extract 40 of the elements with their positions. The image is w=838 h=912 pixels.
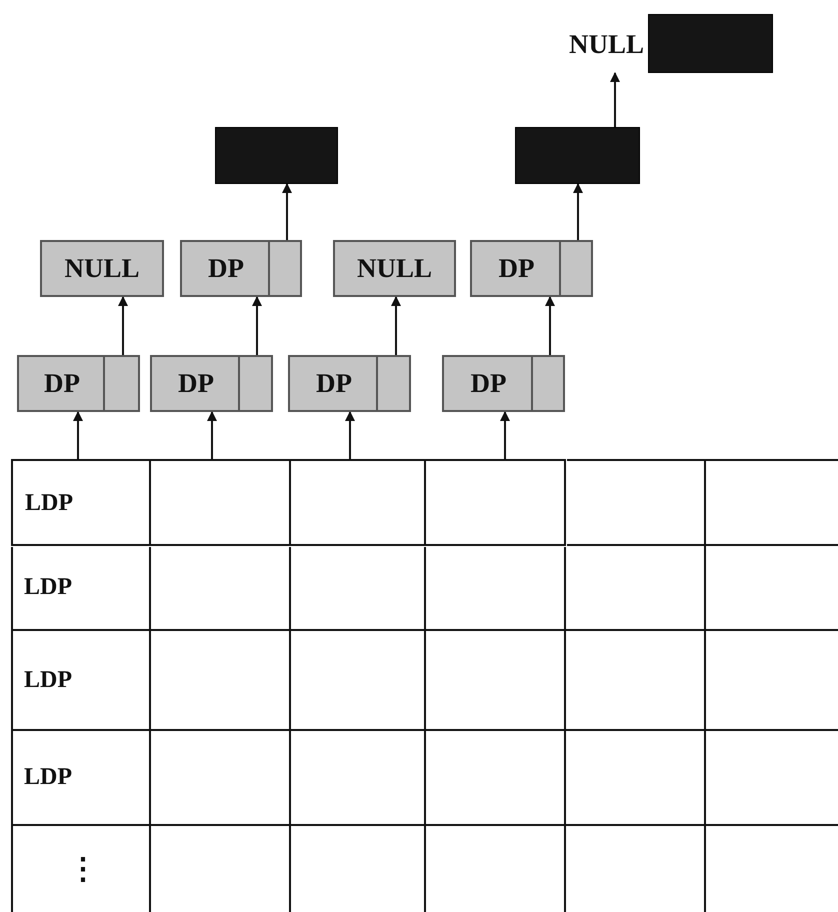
node-label: NULL [64, 255, 140, 282]
arrow [345, 411, 355, 460]
node-label: DP [470, 370, 506, 397]
node-label: NULL [568, 31, 644, 58]
arrow [73, 411, 83, 460]
arrow [500, 411, 510, 460]
list-node-box [288, 355, 411, 412]
list-node-box [40, 240, 164, 297]
node-label: LDP [25, 490, 73, 514]
row-label: LDP [24, 668, 72, 692]
node-label: DP [498, 255, 534, 282]
arrow [391, 296, 401, 355]
node-label: DP [44, 370, 80, 397]
table-cell [424, 459, 566, 546]
node-label: DP [208, 255, 244, 282]
filled-box [515, 127, 640, 184]
node-label: DP [178, 370, 214, 397]
list-node-box [333, 240, 456, 297]
arrow [207, 411, 217, 460]
arrow [282, 183, 292, 240]
row-label: ⋮ [68, 855, 98, 885]
list-node-box [150, 355, 273, 412]
list-node-box [180, 240, 302, 297]
row-label: LDP [24, 765, 72, 789]
arrow [252, 296, 262, 355]
row-label: LDP [24, 575, 72, 599]
node-label: DP [316, 370, 352, 397]
filled-box [215, 127, 338, 184]
arrow [610, 72, 620, 127]
filled-box [648, 14, 773, 73]
table-cell [289, 459, 426, 546]
table-cell [149, 459, 291, 546]
table-cell [11, 459, 151, 546]
list-node-box [17, 355, 140, 412]
arrow [545, 296, 555, 355]
list-node-box [442, 355, 565, 412]
node-label: NULL [356, 255, 432, 282]
arrow [118, 296, 128, 355]
list-node-box [470, 240, 593, 297]
arrow [573, 183, 583, 240]
